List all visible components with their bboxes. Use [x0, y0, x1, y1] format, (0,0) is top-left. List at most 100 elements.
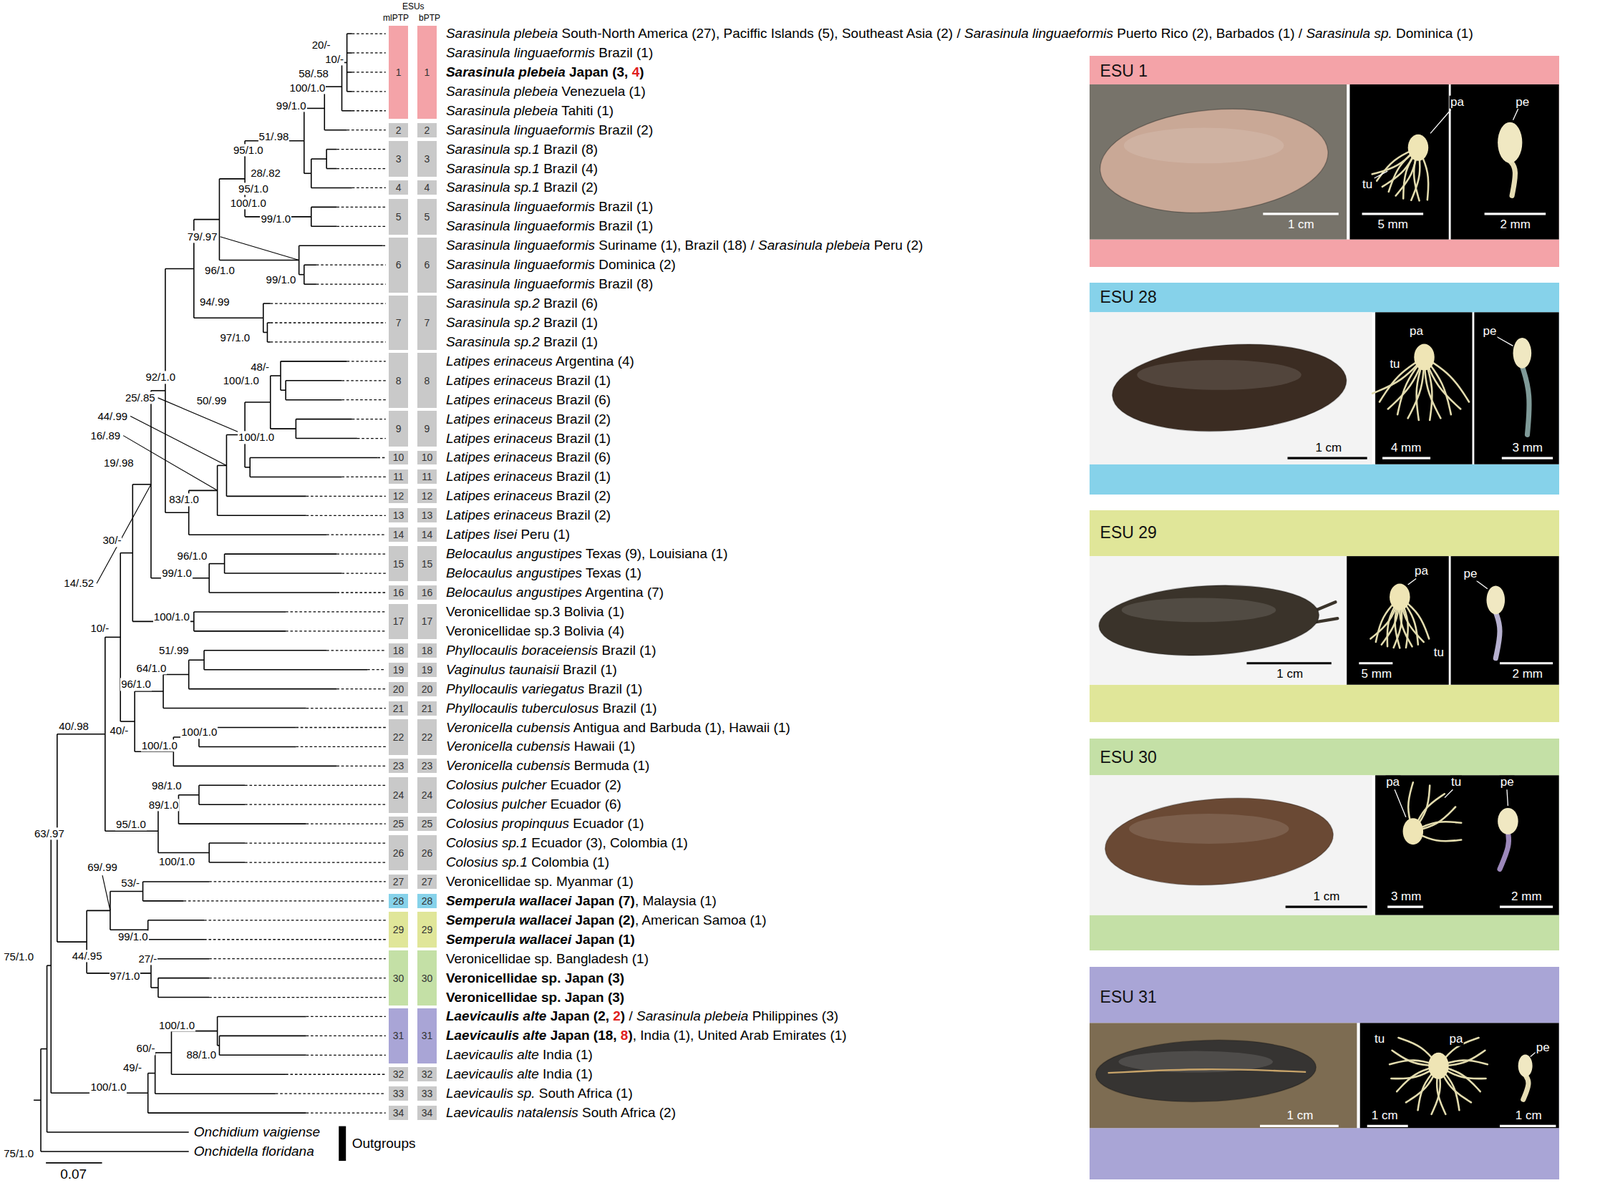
tip-label-part: Japan (2) [571, 912, 635, 928]
tree-branch [279, 361, 282, 391]
tip-label-part: Argentina (4) [552, 353, 635, 369]
tree-branch [119, 553, 121, 722]
photo-frame [1360, 1023, 1560, 1129]
tip-extension [275, 1093, 386, 1095]
tip-label-part: Veronicella cubensis [445, 739, 571, 755]
label-holder: Belocaulus angustipes Texas (9), Louisia… [445, 546, 729, 562]
tip-label: Veronicella cubensis Antigua and Barbuda… [445, 720, 791, 736]
tip-label-part: Ecuador (6) [546, 796, 622, 812]
tip-label: Sarasinula plebeia Japan (3, 4) [445, 64, 645, 81]
tip-extension [209, 997, 386, 998]
esu-box: 14 [388, 527, 409, 542]
tree-branch [295, 418, 352, 421]
tree-branch [46, 965, 48, 1133]
support-value: 48/- [249, 361, 270, 374]
tip-label-part: Sarasinula plebeia [636, 1009, 749, 1025]
esu-number: 20 [421, 684, 434, 695]
tree-branch [285, 399, 342, 401]
esu-box: 10 [417, 451, 437, 466]
tree-branch [224, 553, 338, 555]
tip-label-part: South Africa (2) [578, 1105, 676, 1121]
label-holder: 14/.52 [62, 577, 95, 590]
tip-label: Semperula wallacei Japan (1) [445, 932, 635, 948]
tree-branch [219, 1035, 221, 1056]
esu-number: 2 [395, 125, 402, 136]
slug-body [1094, 1037, 1318, 1107]
esu-number: 7 [395, 317, 402, 328]
support-value: 60/- [136, 1043, 157, 1056]
label-holder: Sarasinula sp.1 Brazil (4) [445, 161, 598, 177]
tip-label-part: Sarasinula plebeia [758, 237, 870, 253]
tip-label: Laevicaulis alte India (1) [445, 1066, 593, 1083]
tip-extension [336, 206, 386, 208]
tip-label: Veronicellidae sp. Japan (3) [445, 970, 625, 987]
label-holder: 98/1.0 [151, 779, 183, 792]
label-holder: Onchidella floridana [194, 1143, 315, 1160]
label-holder: 95/1.0 [115, 818, 147, 831]
label-holder: 1 cm [1287, 217, 1316, 232]
esu-number: 33 [393, 1088, 405, 1099]
label-holder: Laevicaulis alte India (1) [445, 1066, 593, 1083]
tip-label-part: Japan (7) [571, 893, 635, 909]
esu-box: 21 [388, 701, 409, 716]
penis-stalk [1496, 612, 1501, 658]
label-holder: Latipes erinaceus Brazil (2) [445, 488, 611, 504]
support-value: 99/1.0 [117, 930, 149, 943]
tip-label: Sarasinula linguaeformis Dominica (2) [445, 257, 676, 273]
tree-branch [224, 572, 343, 575]
tip-extension [357, 438, 386, 439]
esu-number: 27 [393, 876, 405, 887]
photo-scale-bar [1499, 906, 1553, 909]
label-holder: 1 cm [1286, 1109, 1315, 1124]
penis-head [1486, 585, 1506, 615]
tip-extension [336, 765, 386, 767]
label-holder: Laevicaulis natalensis South Africa (2) [445, 1105, 676, 1122]
tree-branch [325, 149, 328, 169]
tree-branch [216, 1016, 219, 1046]
tree-branch [188, 660, 190, 689]
esu-number: 34 [421, 1108, 434, 1119]
part-leader [1506, 789, 1508, 807]
tree-branch [203, 650, 205, 671]
tip-label-part: Sarasinula linguaeformis [445, 199, 595, 215]
tip-label-part: Bermuda (1) [569, 758, 650, 774]
tree-branch [263, 332, 268, 334]
support-value: 100/1.0 [222, 374, 260, 387]
label-holder: 100/1.0 [288, 81, 326, 94]
label-holder: 95/1.0 [232, 143, 265, 157]
support-value: 92/1.0 [144, 371, 177, 384]
photo-scale-bar [1247, 662, 1332, 665]
esu-number: 29 [393, 924, 405, 935]
label-holder: 100/1.0 [180, 726, 218, 739]
tip-extension [244, 804, 386, 806]
tip-label: Phyllocaulis tuberculosus Brazil (1) [445, 700, 658, 717]
tree-branch [193, 612, 195, 632]
esu-box: 10 [388, 451, 409, 466]
support-value: 100/1.0 [237, 431, 275, 444]
esu-number: 28 [421, 896, 434, 907]
tree-branch [199, 746, 296, 749]
photo-label: tu [1361, 178, 1374, 192]
esu-box: 16 [417, 585, 437, 600]
photo-label: 1 cm [1314, 440, 1343, 455]
photo-label: tu [1388, 357, 1401, 372]
scale-bar [45, 1162, 102, 1165]
esu-number: 25 [421, 818, 434, 829]
tip-extension [270, 322, 386, 323]
label-holder: tu [1433, 646, 1445, 661]
tree-branch [208, 843, 210, 863]
tip-label-part: Latipes erinaceus [445, 507, 553, 523]
label-holder: Colosius sp.1 Ecuador (3), Colombia (1) [445, 835, 688, 852]
support-leader [96, 484, 152, 584]
tree-branch [199, 785, 245, 787]
tree-branch [165, 268, 195, 270]
tree-branch [262, 303, 265, 333]
label-holder: 64/1.0 [136, 662, 168, 675]
gland-body [1403, 818, 1424, 845]
tip-label: Veronicella cubensis Hawaii (1) [445, 739, 635, 756]
tip-label-part: Sarasinula sp.1 [445, 180, 540, 196]
tip-label: Colosius sp.1 Colombia (1) [445, 854, 610, 871]
esu-number: 10 [421, 452, 434, 463]
esu-number: 30 [393, 973, 405, 984]
label-holder: Sarasinula sp.2 Brazil (1) [445, 334, 598, 351]
